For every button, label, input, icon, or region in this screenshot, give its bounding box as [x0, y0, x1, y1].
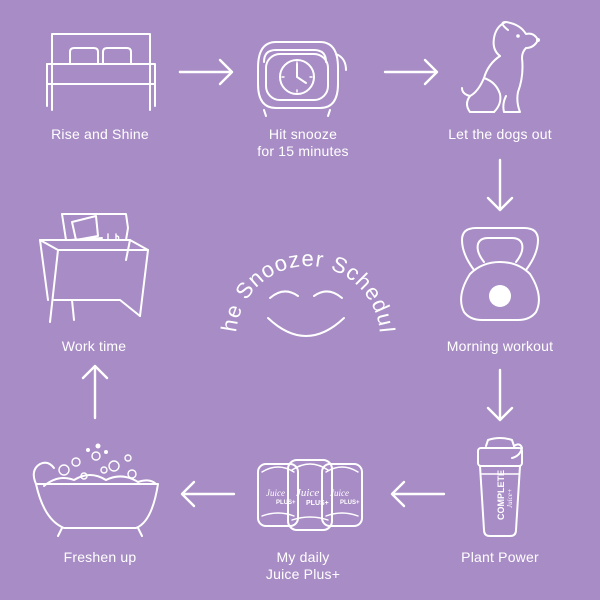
- arrow-left-1: [390, 480, 446, 508]
- bottle-text: COMPLETE: [496, 470, 506, 520]
- arrow-left-2: [180, 480, 236, 508]
- svg-text:PLUS+: PLUS+: [306, 500, 329, 507]
- shaker-bottle-icon: COMPLETE Juice+: [477, 437, 523, 537]
- svg-text:Juice+: Juice+: [506, 488, 514, 508]
- svg-text:Juice: Juice: [266, 488, 285, 498]
- step-label-plant-power: Plant Power: [461, 549, 539, 565]
- step-label-workout: Morning workout: [446, 338, 554, 354]
- arrow-down-2: [486, 368, 514, 422]
- sleepy-face-icon: [267, 290, 345, 337]
- bathtub-icon: [32, 443, 159, 537]
- dog-icon: [461, 21, 540, 113]
- arrow-up-1: [81, 364, 109, 420]
- arrow-right-1: [178, 58, 234, 86]
- svg-text:Juice: Juice: [330, 488, 349, 498]
- step-label-work: Work time: [61, 338, 127, 354]
- svg-text:PLUS+: PLUS+: [340, 500, 360, 506]
- kettlebell-icon: [460, 227, 540, 321]
- step-label-snooze: Hit snooze for 15 minutes: [257, 126, 349, 159]
- juice-plus-bottles-icon: Juice PLUS+ Juice PLUS+ Juice PLUS+: [257, 459, 363, 531]
- schedule-title: The Snoozer Schedule: [0, 0, 400, 334]
- arrow-down-1: [486, 158, 514, 212]
- step-label-freshen: Freshen up: [63, 549, 137, 565]
- alarm-clock-icon: [257, 41, 347, 117]
- desk-laptop-icon: [39, 213, 149, 323]
- step-label-juice-plus: My daily Juice Plus+: [265, 549, 341, 582]
- arrow-right-2: [383, 58, 439, 86]
- svg-text:Juice: Juice: [296, 487, 319, 499]
- step-label-dogs: Let the dogs out: [448, 126, 552, 142]
- step-label-rise: Rise and Shine: [51, 126, 149, 142]
- bed-icon: [46, 33, 156, 111]
- center-emblem: The Snoozer Schedule: [0, 0, 400, 337]
- svg-text:PLUS+: PLUS+: [276, 500, 296, 506]
